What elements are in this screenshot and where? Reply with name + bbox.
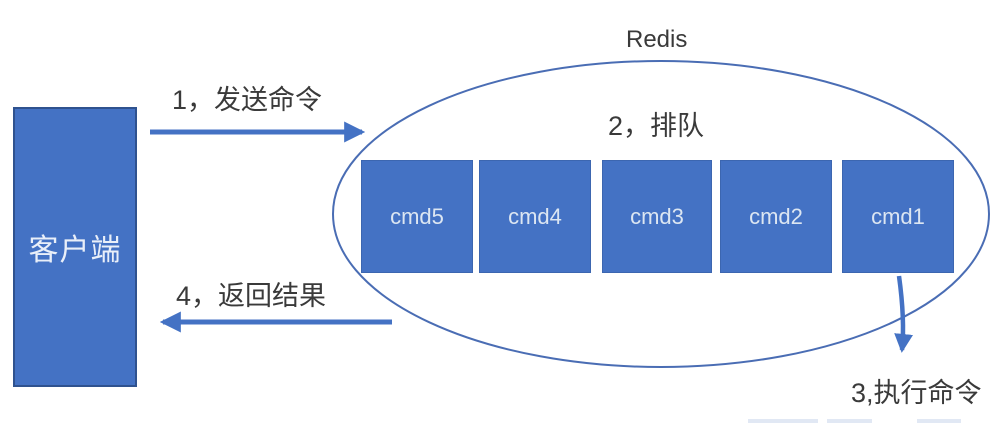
queue-cmd1-box: cmd1 — [842, 160, 954, 273]
step3-execute-label: 3,执行命令 — [851, 378, 982, 408]
cropped-box-sliver — [917, 419, 961, 423]
cmd3-label: cmd3 — [630, 203, 684, 229]
queue-cmd2-box: cmd2 — [720, 160, 832, 273]
redis-label: Redis — [626, 26, 688, 53]
step1-send-label: 1，发送命令 — [172, 85, 323, 115]
redis-ellipse — [332, 60, 990, 368]
client-box: 客户端 — [13, 107, 137, 387]
client-label: 客户端 — [28, 234, 122, 267]
step2-queue-label: 2，排队 — [608, 111, 705, 141]
cmd4-label: cmd4 — [508, 203, 562, 229]
cmd5-label: cmd5 — [390, 203, 444, 229]
execute-command-arrow — [894, 275, 913, 353]
cmd2-label: cmd2 — [749, 203, 803, 229]
cropped-box-sliver — [748, 419, 818, 423]
step4-return-label: 4，返回结果 — [176, 281, 327, 311]
queue-cmd4-box: cmd4 — [479, 160, 591, 273]
cmd1-label: cmd1 — [871, 203, 925, 229]
queue-cmd3-box: cmd3 — [602, 160, 712, 273]
cropped-box-sliver — [827, 419, 872, 423]
queue-cmd5-box: cmd5 — [361, 160, 473, 273]
